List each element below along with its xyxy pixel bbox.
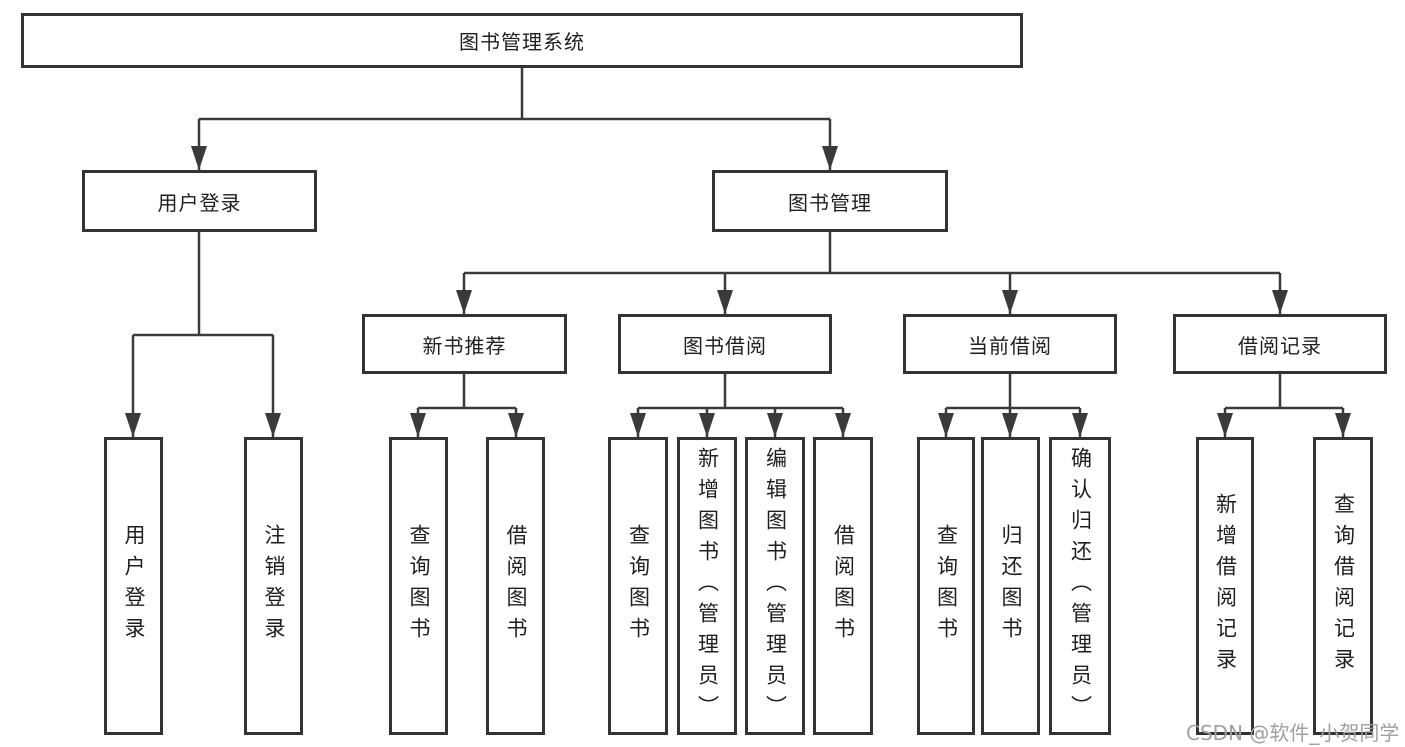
leaf-label: 查询图书: [626, 524, 651, 648]
leaf-label: 注销登录: [262, 524, 286, 648]
leaf-label: 查询图书: [934, 524, 959, 648]
node-book-management: 图书管理: [712, 170, 948, 232]
node-label: 当前借阅: [968, 333, 1052, 358]
leaf-query-borrow-record: 查询借阅记录: [1313, 437, 1373, 735]
leaf-label: 新增图书（管理员）: [695, 446, 720, 726]
leaf-label: 查询图书: [407, 524, 431, 648]
node-user-login: 用户登录: [82, 170, 317, 232]
node-borrow-records: 借阅记录: [1173, 314, 1387, 374]
node-library-management-system: 图书管理系统: [21, 13, 1023, 68]
node-label: 图书管理系统: [459, 30, 585, 54]
leaf-user-login: 用户登录: [104, 437, 163, 735]
leaf-label: 归还图书: [999, 524, 1023, 648]
leaf-add-borrow-record: 新增借阅记录: [1196, 437, 1254, 735]
leaf-borrow-books: 借阅图书: [813, 437, 873, 735]
watermark: CSDN @软件_小贺同学: [1186, 721, 1400, 745]
node-label: 新书推荐: [422, 333, 507, 358]
leaf-label: 借阅图书: [504, 524, 528, 648]
leaf-label: 查询借阅记录: [1331, 493, 1356, 679]
node-book-borrow: 图书借阅: [618, 314, 832, 374]
node-label: 用户登录: [157, 190, 242, 215]
leaf-query-books-current: 查询图书: [917, 437, 975, 735]
leaf-label: 借阅图书: [831, 524, 856, 648]
leaf-label: 新增借阅记录: [1213, 493, 1238, 679]
leaf-label: 用户登录: [122, 524, 146, 648]
leaf-edit-books-admin: 编辑图书（管理员）: [745, 437, 805, 735]
leaf-confirm-return-admin: 确认归还（管理员）: [1049, 437, 1111, 735]
leaf-return-books: 归还图书: [981, 437, 1040, 735]
node-new-book-recommend: 新书推荐: [362, 314, 567, 374]
node-label: 图书借阅: [683, 333, 767, 358]
node-label: 借阅记录: [1238, 333, 1322, 358]
node-label: 图书管理: [788, 190, 872, 215]
leaf-logout-login: 注销登录: [244, 437, 303, 735]
leaf-label: 编辑图书（管理员）: [763, 446, 788, 726]
node-current-borrow: 当前借阅: [903, 314, 1117, 374]
leaf-label: 确认归还（管理员）: [1068, 446, 1093, 726]
leaf-query-books-recommend: 查询图书: [389, 437, 448, 735]
leaf-query-books-borrow: 查询图书: [608, 437, 668, 735]
leaf-borrow-books-recommend: 借阅图书: [486, 437, 545, 735]
leaf-add-books-admin: 新增图书（管理员）: [677, 437, 737, 735]
